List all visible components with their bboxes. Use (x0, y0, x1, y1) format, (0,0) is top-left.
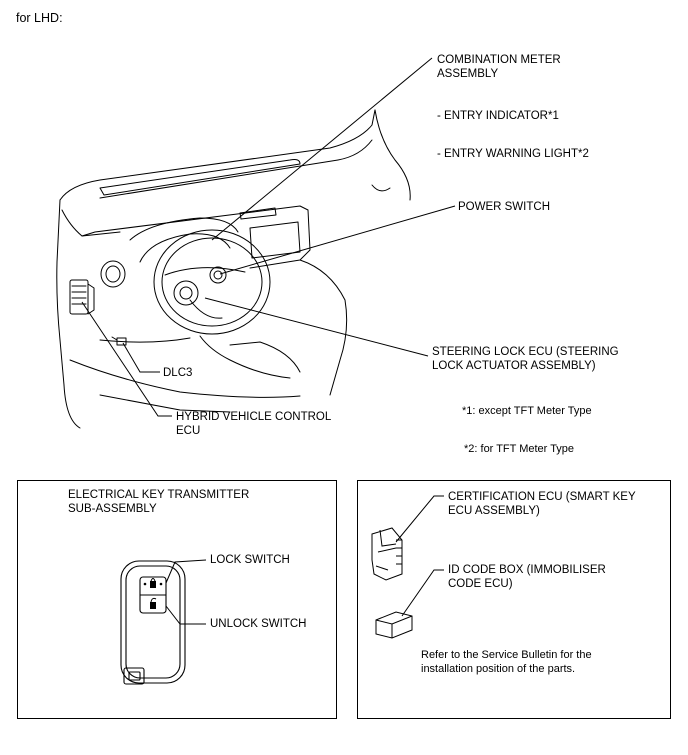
lock-switch-button (143, 578, 163, 588)
hybrid-ecu-part (69, 279, 89, 315)
leader-dlc3 (122, 342, 160, 373)
combination-meter-label: COMBINATION METER ASSEMBLY (437, 54, 561, 80)
variant-heading: for LHD: (16, 11, 63, 25)
steering-column (173, 280, 199, 306)
certification-ecu-label: CERTIFICATION ECU (SMART KEY ECU ASSEMBL… (448, 491, 636, 517)
footnote-1: *1: except TFT Meter Type (462, 405, 592, 417)
leader-id-code-box (401, 569, 444, 617)
steering-lock-ecu-label: STEERING LOCK ECU (STEERING LOCK ACTUATO… (432, 346, 619, 372)
ecu-panel (357, 480, 671, 719)
dlc3-part (116, 337, 127, 346)
leader-hybrid-ecu (81, 301, 172, 417)
certification-ecu-part (371, 527, 403, 581)
dash-left-edge (56, 199, 65, 386)
key-transmitter-title: ELECTRICAL KEY TRANSMITTER SUB-ASSEMBLY (68, 489, 250, 515)
leader-power-switch (219, 205, 456, 275)
key-fob-body (120, 560, 186, 684)
service-bulletin-note: Refer to the Service Bulletin for the in… (421, 649, 592, 675)
dlc3-label: DLC3 (163, 367, 193, 379)
id-code-box-part (375, 611, 413, 639)
center-display (249, 221, 301, 259)
entry-indicator-label: - ENTRY INDICATOR*1 (437, 110, 559, 122)
hybrid-ecu-label: HYBRID VEHICLE CONTROL ECU (176, 411, 332, 437)
power-switch-label: POWER SWITCH (458, 201, 550, 213)
leader-lock-switch (165, 559, 207, 584)
key-transmitter-panel (17, 480, 337, 719)
leader-steering-lock (204, 297, 429, 357)
power-switch-knob (209, 266, 227, 284)
unlock-switch-button (150, 597, 157, 609)
leader-combination-meter (211, 57, 433, 241)
steering-wheel (153, 229, 271, 335)
footnote-2: *2: for TFT Meter Type (464, 443, 575, 455)
unlock-icon (150, 602, 156, 609)
dash-top-outline (59, 109, 376, 201)
key-fob (120, 560, 186, 685)
leader-certification-ecu (395, 495, 444, 543)
leader-unlock-switch (165, 605, 206, 625)
id-code-box-label: ID CODE BOX (IMMOBILISER CODE ECU) (448, 564, 606, 590)
mechanical-key-tab (123, 667, 145, 685)
left-vent (100, 260, 126, 288)
pillar-outline (374, 109, 411, 201)
entry-warning-light-label: - ENTRY WARNING LIGHT*2 (437, 148, 589, 160)
lock-icon (150, 581, 156, 588)
unlock-switch-label: UNLOCK SWITCH (210, 618, 307, 630)
lock-switch-label: LOCK SWITCH (210, 554, 290, 566)
